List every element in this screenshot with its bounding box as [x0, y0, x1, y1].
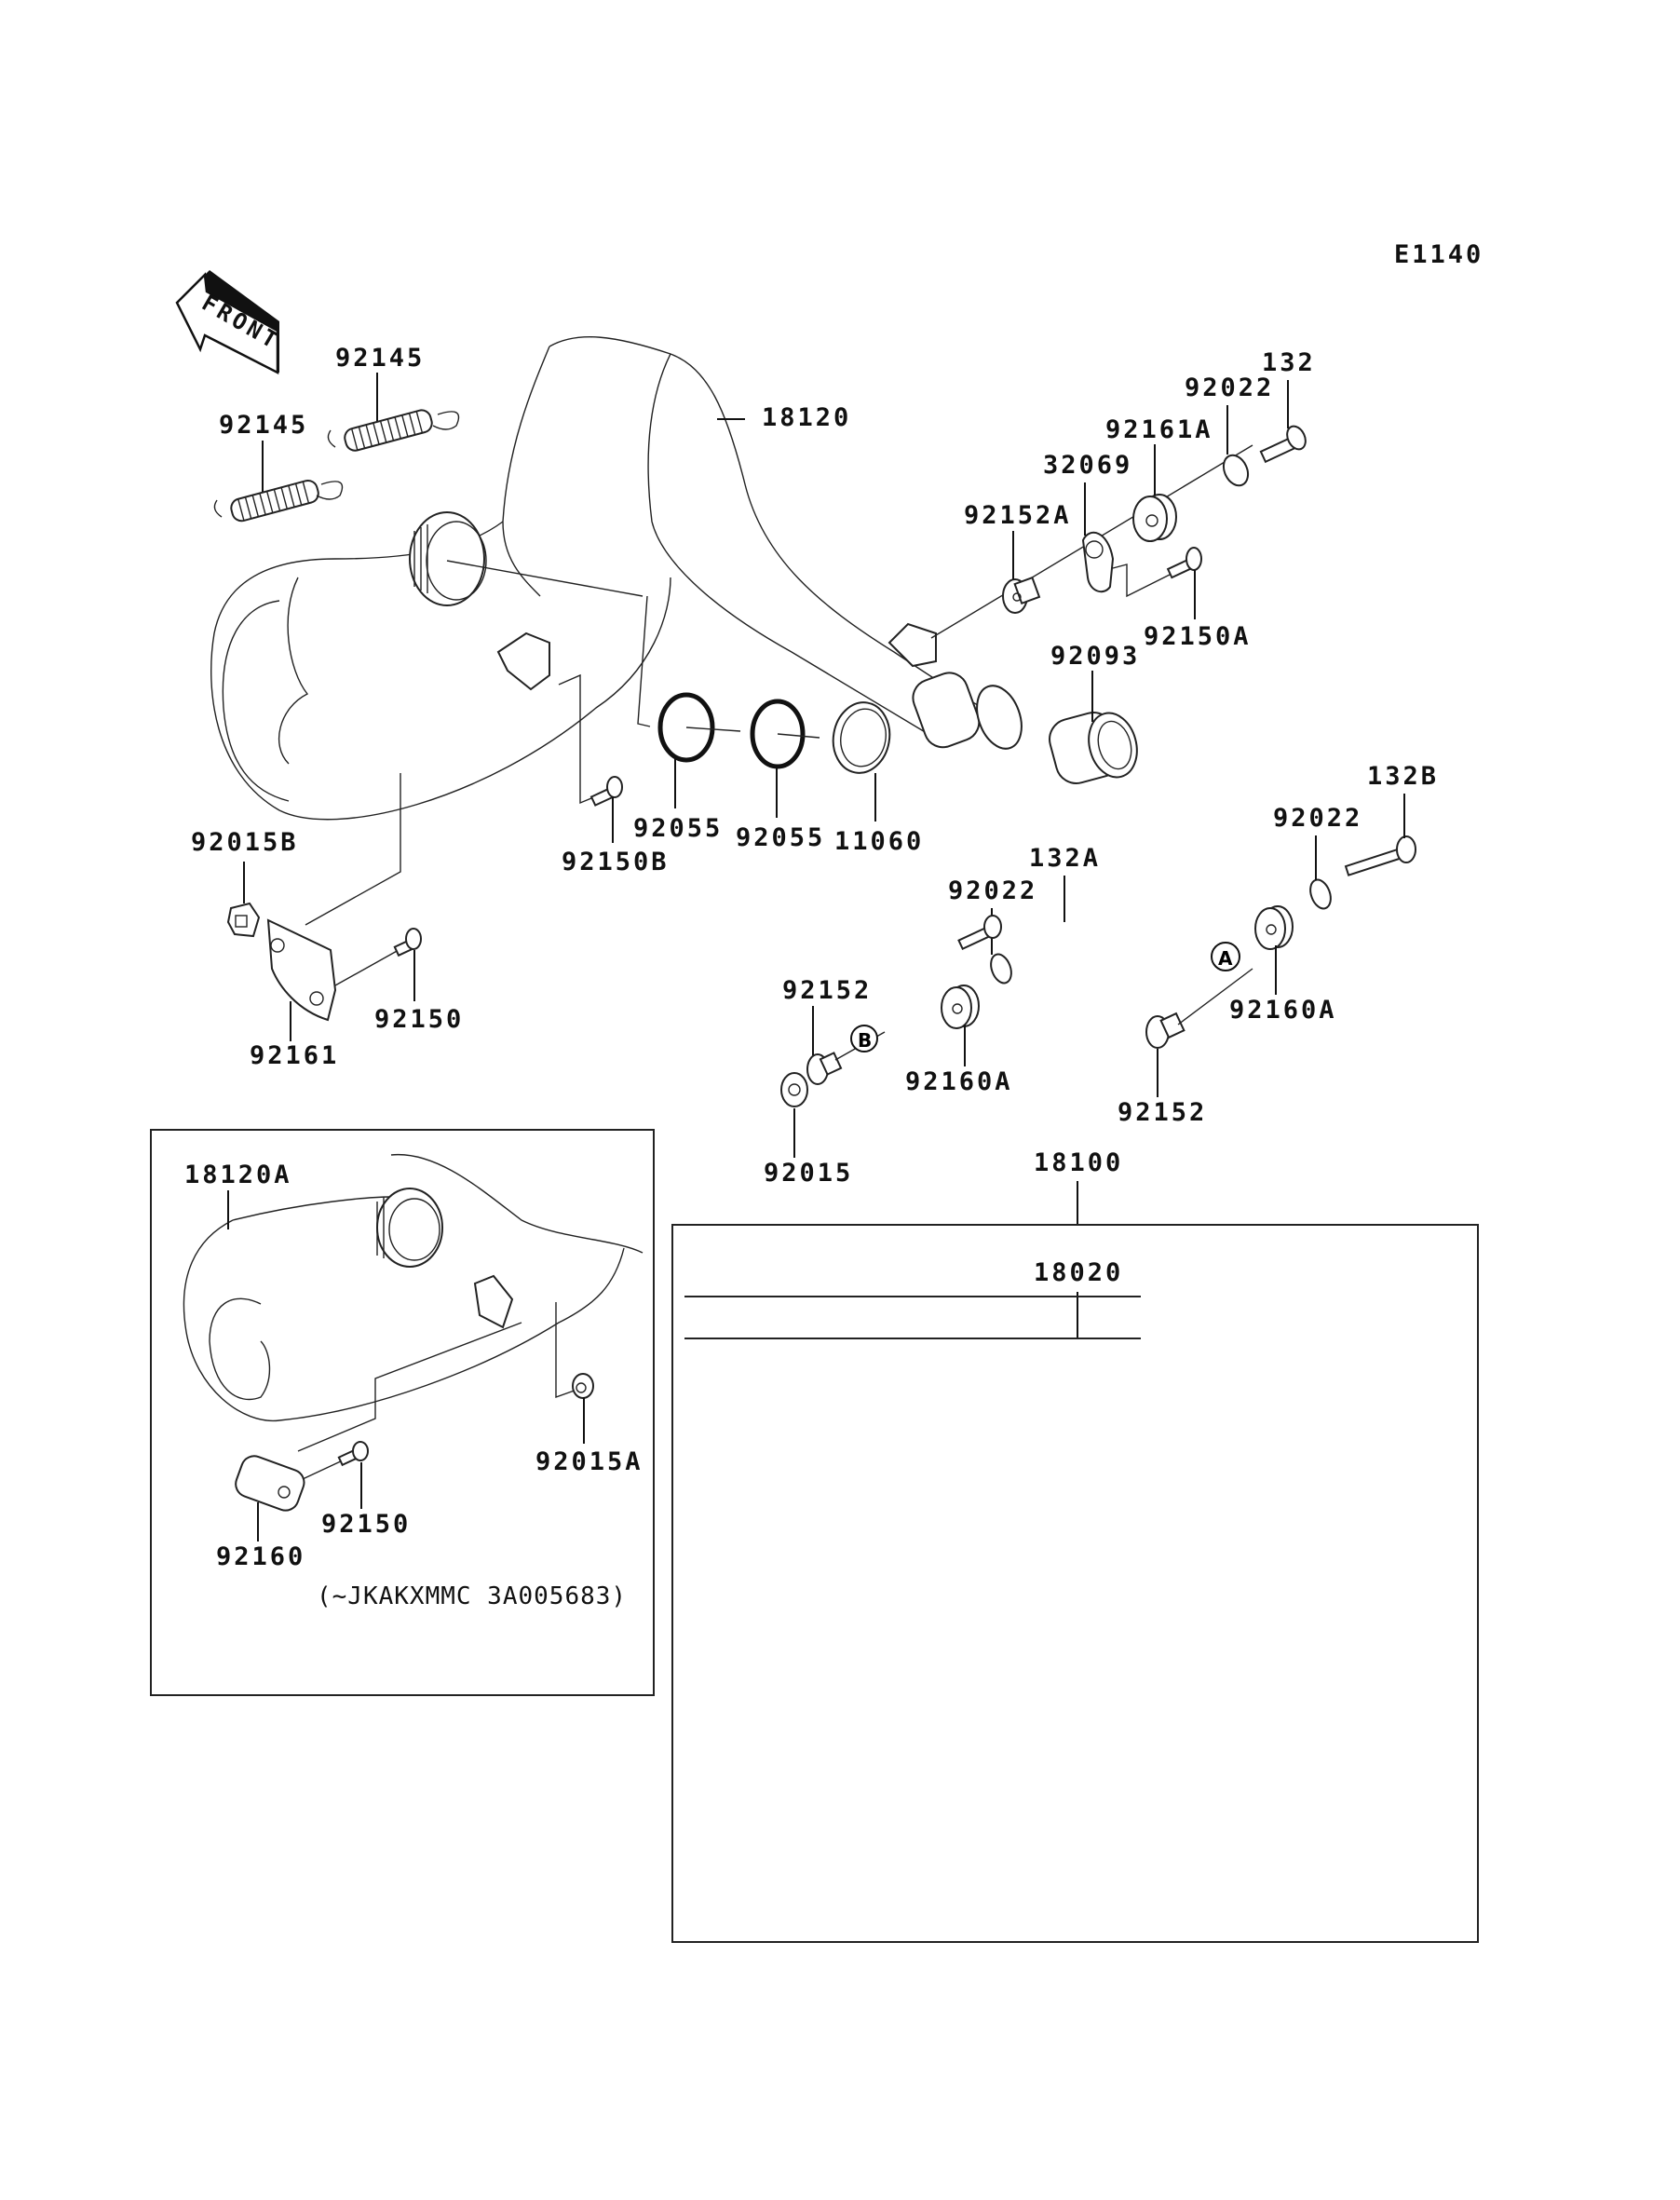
part-label-132: 132: [1262, 348, 1316, 377]
washer-icon: [990, 953, 1012, 985]
collar-icon: [1002, 576, 1041, 614]
part-label-92015A: 92015A: [535, 1447, 644, 1476]
bolt-icon: [1344, 835, 1416, 876]
bolt-icon: [589, 776, 623, 807]
leader-line: [305, 773, 401, 926]
ref-marker-b: [850, 1025, 878, 1052]
variant-inset-box: [150, 1129, 655, 1696]
part-label-18100: 18100: [1034, 1148, 1123, 1177]
heat-shield-plate-icon: [266, 918, 337, 1022]
part-label-92160A: 92160A: [905, 1067, 1013, 1096]
part-label-92022: 92022: [1273, 804, 1362, 833]
part-label-18020: 18020: [1034, 1258, 1123, 1287]
bolt-icon: [393, 928, 422, 957]
collar-icon: [1145, 1012, 1185, 1049]
o-ring-icon: [657, 692, 715, 763]
part-label-92055: 92055: [736, 823, 825, 852]
part-label-11060: 11060: [834, 827, 924, 856]
nut-icon: [572, 1373, 594, 1399]
part-label-132A: 132A: [1029, 844, 1101, 873]
spring-icon: [327, 409, 460, 452]
part-label-92150: 92150: [374, 1005, 464, 1034]
part-label-92022: 92022: [1185, 373, 1274, 402]
spring-icon: [213, 479, 344, 523]
bolt-icon: [1259, 425, 1307, 464]
serial-number-note: (~JKAKXMMC 3A005683): [317, 1582, 627, 1610]
part-label-92152A: 92152A: [964, 501, 1072, 530]
part-label-92022: 92022: [948, 876, 1037, 905]
leader-line: [558, 673, 597, 805]
sleeve-icon: [1049, 712, 1138, 784]
gasket-icon: [832, 701, 891, 774]
part-label-92093: 92093: [1050, 642, 1140, 671]
part-label-132B: 132B: [1367, 762, 1439, 791]
nut-icon: [226, 902, 261, 938]
svg-text:A: A: [1218, 947, 1233, 970]
washer-icon: [1309, 878, 1332, 910]
part-label-32069: 32069: [1043, 451, 1132, 480]
grommet-icon: [941, 985, 980, 1029]
washer-icon: [1222, 454, 1250, 487]
part-label-92015B: 92015B: [191, 828, 299, 857]
part-label-92150B: 92150B: [562, 848, 670, 876]
part-label-92152: 92152: [1118, 1098, 1207, 1127]
part-label-92145: 92145: [219, 411, 308, 440]
exhaust-pipe-variant-drawing: [183, 1154, 644, 1422]
bracket-icon: [1081, 531, 1174, 598]
bolt-icon: [337, 1441, 369, 1467]
part-label-18120: 18120: [762, 403, 851, 432]
muffler-assembly-box: [671, 1224, 1479, 1943]
grommet-icon: [1254, 905, 1294, 950]
part-label-92152: 92152: [782, 976, 872, 1005]
diagram-code: E1140: [1394, 240, 1484, 269]
exhaust-pipe-drawing: [210, 336, 1023, 821]
bolt-icon: [1166, 547, 1202, 579]
bolt-icon: [957, 915, 1002, 951]
part-label-92161: 92161: [250, 1041, 339, 1070]
heat-shield-plate-icon: [235, 1455, 305, 1512]
svg-text:B: B: [858, 1029, 872, 1052]
front-arrow-icon: FRONT: [175, 270, 285, 375]
part-label-92160A: 92160A: [1229, 996, 1337, 1025]
part-label-92150A: 92150A: [1144, 622, 1252, 651]
part-label-92150: 92150: [321, 1510, 411, 1539]
part-label-92161A: 92161A: [1105, 415, 1213, 444]
part-label-18120A: 18120A: [184, 1161, 292, 1189]
nut-icon: [780, 1072, 808, 1107]
part-label-92145: 92145: [335, 344, 425, 373]
collar-icon: [806, 1052, 843, 1085]
leader-line: [637, 595, 651, 727]
part-label-92015: 92015: [764, 1159, 853, 1188]
ref-marker-a: [1211, 942, 1240, 971]
grommet-icon: [1132, 494, 1177, 542]
part-label-92160: 92160: [216, 1542, 305, 1571]
part-label-92055: 92055: [633, 814, 723, 843]
